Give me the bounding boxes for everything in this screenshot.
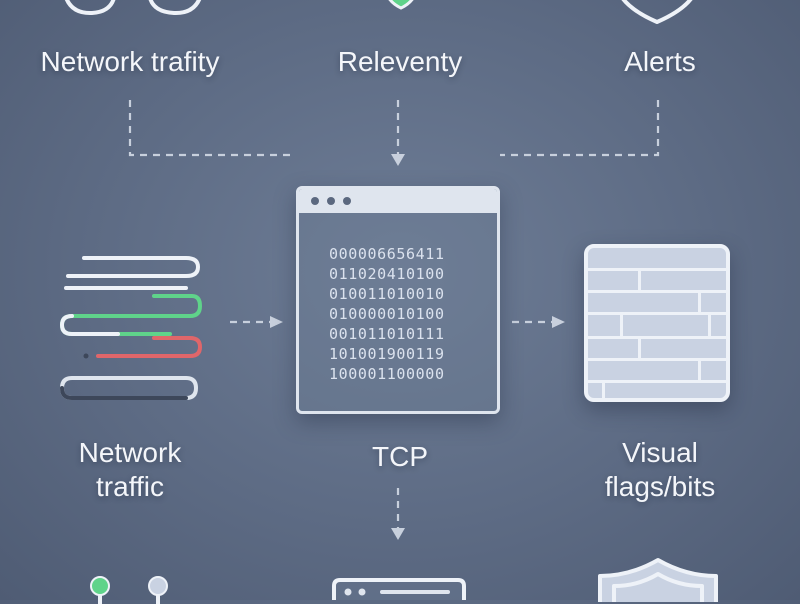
bit-row: 010011010010 bbox=[329, 285, 445, 303]
shield-icon bbox=[621, 0, 693, 24]
label-alerts: Alerts bbox=[624, 46, 696, 77]
shield-check-icon bbox=[388, 0, 414, 10]
window-icon bbox=[332, 578, 466, 600]
window-dot bbox=[343, 197, 351, 205]
window-dot bbox=[311, 197, 319, 205]
terminal-window-icon: 000006656411 011020410100 010011010010 0… bbox=[296, 186, 500, 414]
bit-row: 000006656411 bbox=[329, 245, 445, 263]
label-network-trafity: Network trafity bbox=[40, 46, 220, 77]
traffic-lines-icon bbox=[59, 256, 203, 400]
label-tcp: TCP bbox=[372, 441, 428, 472]
shield-icon bbox=[598, 558, 718, 602]
label-visual-flags-bits: Visual flags/bits bbox=[604, 437, 716, 502]
window-dot bbox=[327, 197, 335, 205]
bit-row: 100001100000 bbox=[329, 365, 445, 383]
bit-rows: 000006656411 011020410100 010011010010 0… bbox=[329, 244, 445, 384]
bit-row: 010000010100 bbox=[329, 305, 445, 323]
label-releventy: Releventy bbox=[337, 46, 463, 77]
bit-row: 101001900119 bbox=[329, 345, 445, 363]
window-title-bar bbox=[299, 189, 497, 213]
firewall-icon bbox=[584, 244, 730, 402]
bit-row: 001011010111 bbox=[329, 325, 445, 343]
bit-row: 011020410100 bbox=[329, 265, 445, 283]
label-network-traffic: Network traffic bbox=[78, 437, 182, 502]
binoculars-icon bbox=[64, 0, 202, 16]
